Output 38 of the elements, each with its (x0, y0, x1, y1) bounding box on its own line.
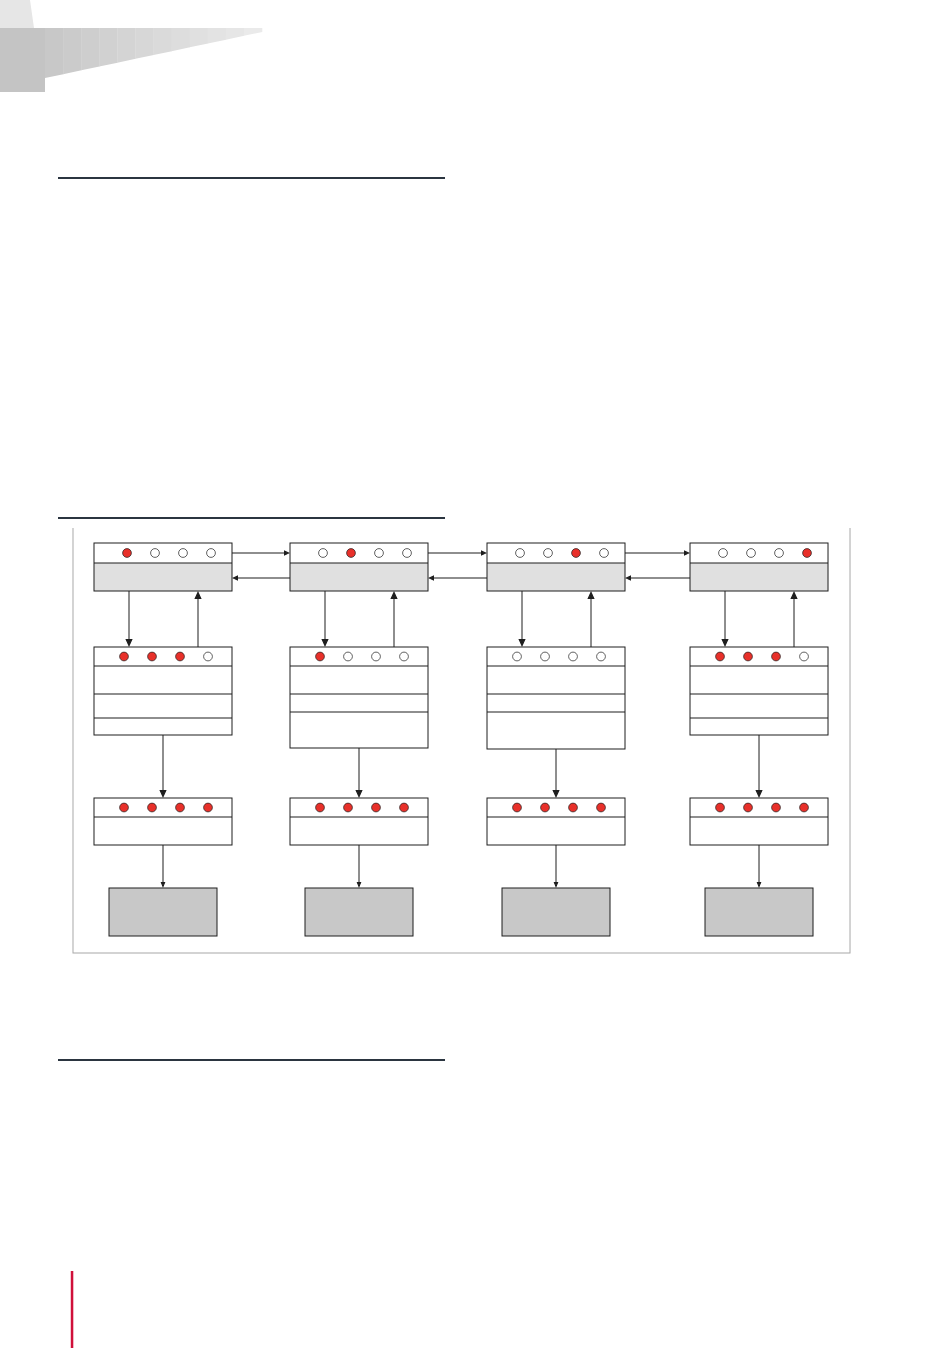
arrow (125, 590, 133, 647)
arrow (624, 550, 690, 556)
arrow (427, 550, 487, 556)
indicator-panel (289, 542, 429, 592)
arrow (355, 747, 363, 798)
shaded-box (304, 887, 414, 937)
indicator-panel (486, 797, 626, 846)
arrow (625, 575, 691, 581)
indicator-panel (689, 797, 829, 846)
indicator-panel (93, 646, 233, 736)
arrow (755, 734, 763, 798)
arrow (721, 590, 729, 647)
shaded-box (108, 887, 218, 937)
indicator-panel (689, 646, 829, 736)
arrow (428, 575, 488, 581)
arrow (552, 748, 560, 798)
arrow (390, 591, 398, 648)
arrow (321, 590, 329, 647)
indicator-panel (486, 542, 626, 592)
arrow (790, 591, 798, 648)
indicator-panel (486, 646, 626, 750)
arrow (232, 575, 291, 581)
arrow (194, 591, 202, 648)
arrow (356, 844, 362, 888)
indicator-panel (93, 542, 233, 592)
shaded-box (501, 887, 611, 937)
shaded-box (704, 887, 814, 937)
arrow (231, 550, 290, 556)
arrow (518, 590, 526, 647)
arrow (553, 844, 559, 888)
indicator-panel (93, 797, 233, 846)
indicator-panel (289, 646, 429, 749)
arrow (587, 591, 595, 648)
arrow (159, 734, 167, 798)
indicator-panel (689, 542, 829, 592)
arrow (756, 844, 762, 888)
indicator-panel (289, 797, 429, 846)
arrow (160, 844, 166, 888)
